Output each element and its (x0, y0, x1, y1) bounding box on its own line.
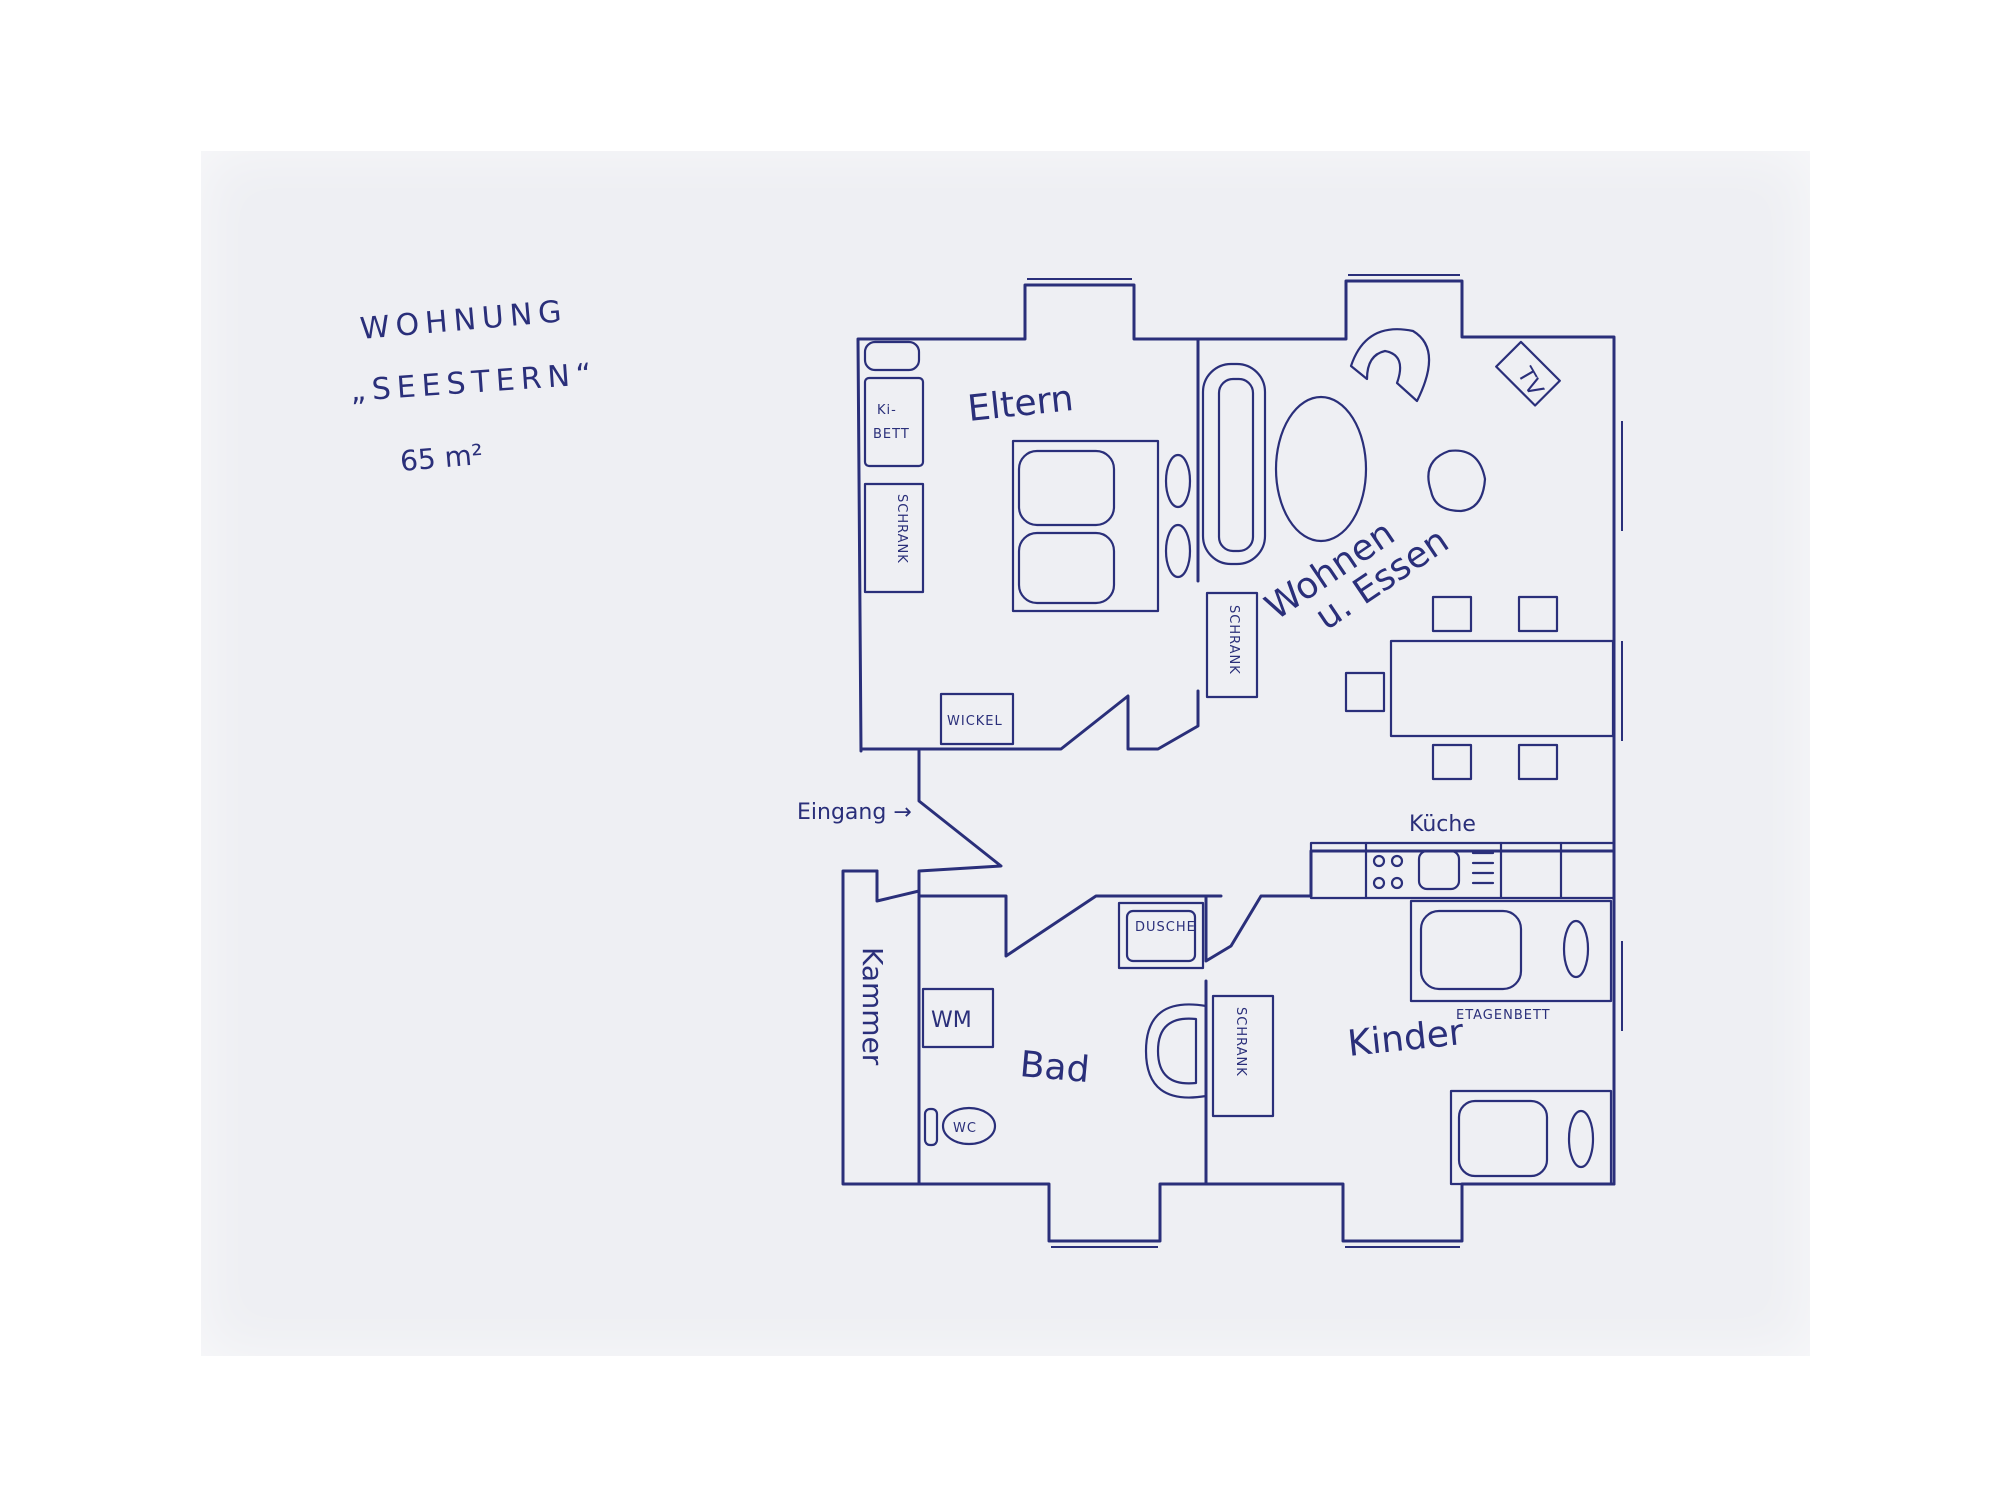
nightstand-lamp (1164, 523, 1192, 579)
child-bed (1449, 1089, 1613, 1186)
double-bed (1011, 439, 1160, 613)
wall-bad-top (917, 894, 1223, 958)
coffee-table (1274, 395, 1368, 543)
bunk-bed (1409, 899, 1613, 1003)
wickel-label: WICKEL (947, 714, 1003, 729)
pillow-oval (1562, 919, 1590, 979)
chair (1517, 743, 1559, 781)
toilet-bowl (941, 1106, 997, 1146)
stove-burner (1372, 876, 1386, 890)
washbasin (1144, 1003, 1208, 1099)
kitchen-sink (1417, 849, 1461, 891)
etagenbett-label: ETAGENBETT (1456, 1008, 1551, 1023)
room-bad: Bad (1018, 1044, 1091, 1091)
wm-label: WM (931, 1008, 972, 1033)
pillow-oval (1567, 1109, 1595, 1169)
kibett-label-2: BETT (873, 427, 910, 442)
paper-sheet: WOHNUNG „SEESTERN“ 65 m² Ki- BETT SCHRAN… (201, 151, 1810, 1356)
wc-label: WC (953, 1121, 977, 1136)
entrance-label: Eingang → (797, 800, 912, 825)
toilet-tank (923, 1107, 939, 1147)
chair (1431, 743, 1473, 781)
sofa (1201, 362, 1267, 566)
dining-table (1389, 639, 1615, 738)
eltern-schrank-label: SCHRANK (894, 494, 909, 564)
outer-wall-top (856, 279, 1616, 1186)
sofa-seat (1217, 377, 1255, 553)
pillow (1017, 531, 1116, 605)
plan-title-line2: „SEESTERN“ (349, 357, 598, 409)
entrance-wall (917, 749, 1003, 893)
chair (1431, 595, 1473, 633)
wickel-table (939, 692, 1015, 746)
kibett-top (863, 340, 921, 372)
tv-label: TV (1511, 363, 1547, 401)
chair (1517, 595, 1559, 633)
wohnen-schrank (1205, 591, 1259, 699)
kinder-schrank-label: SCHRANK (1233, 1007, 1248, 1077)
armchair (1427, 449, 1487, 513)
washbasin-inner (1156, 1017, 1198, 1085)
shower-tray (1125, 909, 1197, 963)
plan-title-line1: WOHNUNG (359, 294, 569, 347)
room-kinder: Kinder (1346, 1012, 1466, 1065)
tv-cabinet (1495, 340, 1561, 407)
kinder-schrank (1211, 994, 1275, 1118)
wall-eltern-bottom (859, 689, 1200, 751)
shower (1117, 901, 1205, 970)
nightstand-lamp (1164, 453, 1192, 509)
outer-wall-bottom (841, 869, 1616, 1243)
shower-label: DUSCHE (1135, 920, 1196, 935)
pillow (1017, 449, 1116, 527)
child-bed-mattress (1457, 1099, 1549, 1178)
room-kueche: Küche (1409, 812, 1476, 837)
room-eltern: Eltern (966, 378, 1076, 430)
room-kammer: Kammer (856, 947, 889, 1066)
chair (1344, 671, 1386, 713)
entrance-wall-2 (875, 869, 921, 903)
bunk-bed-mattress (1419, 909, 1523, 991)
wohnen-schrank-label: SCHRANK (1226, 605, 1241, 675)
eltern-schrank (863, 482, 925, 594)
washing-machine (921, 987, 995, 1049)
stove-burner (1390, 854, 1404, 868)
kibett (863, 376, 925, 468)
armchair (1349, 328, 1431, 403)
stove-burner (1390, 876, 1404, 890)
stove-burner (1372, 854, 1386, 868)
plan-area: 65 m² (399, 438, 485, 478)
kitchen-counter (1309, 841, 1616, 900)
kibett-label-1: Ki- (877, 403, 897, 418)
floor-plan: WOHNUNG „SEESTERN“ 65 m² Ki- BETT SCHRAN… (349, 274, 1623, 1248)
